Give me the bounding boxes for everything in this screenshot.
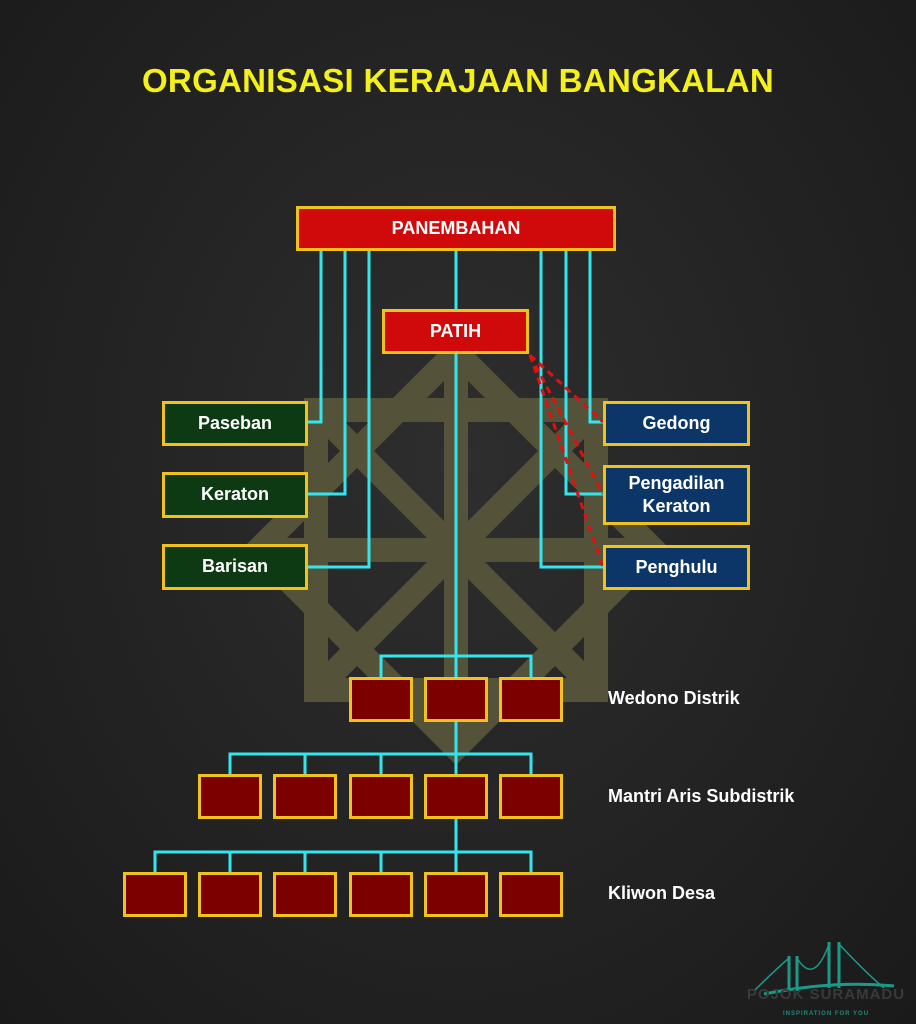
wedono-unit [424,677,488,722]
kliwon-unit [198,872,262,917]
kliwon-unit [424,872,488,917]
gedong-box: Gedong [603,401,750,446]
barisan-box: Barisan [162,544,308,590]
kliwon-unit [349,872,413,917]
mantri-unit [198,774,262,819]
diagram-title: ORGANISASI KERAJAAN BANGKALAN [141,62,775,99]
mantri-unit [273,774,337,819]
panembahan-box: PANEMBAHAN [296,206,616,251]
kliwon-unit [499,872,563,917]
kliwon-unit [273,872,337,917]
logo-tagline: INSPIRATION FOR YOU [782,1011,870,1017]
patih-box: PATIH [382,309,529,354]
level-label-kliwon: Kliwon Desa [608,883,716,903]
penghulu-box: Penghulu [603,545,750,590]
wedono-unit [499,677,563,722]
keraton-box: Keraton [162,472,308,518]
kliwon-unit [123,872,187,917]
mantri-unit [499,774,563,819]
bridge-icon [753,942,895,996]
level-label-mantri: Mantri Aris Subdistrik [608,786,795,806]
level-label-wedono: Wedono Distrik [608,688,740,708]
mantri-unit [349,774,413,819]
wedono-unit [349,677,413,722]
mantri-unit [424,774,488,819]
coordination-dashed-lines [528,353,605,568]
logo-name: POJOK SURAMADU [746,986,906,1003]
pojok-suramadu-logo: POJOK SURAMADU INSPIRATION FOR YOU [736,936,916,1024]
paseban-box: Paseban [162,401,308,446]
pengadilan-keraton-box: Pengadilan Keraton [603,465,750,525]
